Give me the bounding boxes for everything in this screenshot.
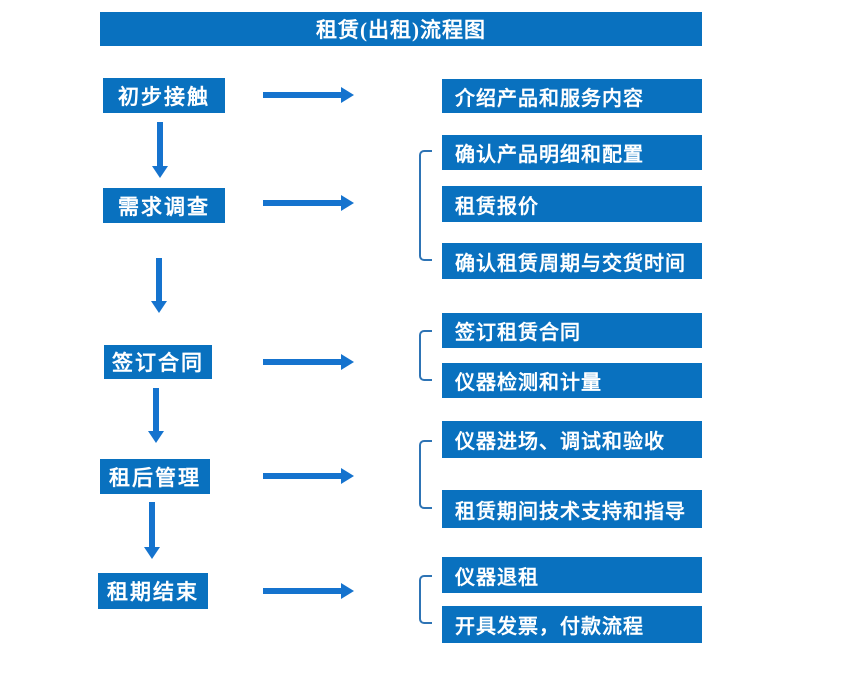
group-bracket — [419, 330, 432, 381]
step-box-rental-end: 租期结束 — [98, 573, 208, 609]
detail-box: 仪器检测和计量 — [442, 363, 702, 398]
arrow-down-icon — [151, 258, 167, 313]
arrow-right-icon — [263, 195, 354, 211]
arrow-right-icon — [263, 583, 354, 599]
group-bracket — [419, 150, 432, 261]
detail-box: 仪器退租 — [442, 557, 702, 593]
arrow-right-icon — [263, 354, 354, 370]
group-bracket — [419, 575, 432, 624]
detail-box: 租赁报价 — [442, 186, 702, 222]
step-box-sign-contract: 签订合同 — [104, 345, 212, 379]
step-box-demand-survey: 需求调查 — [103, 188, 225, 223]
detail-box: 仪器进场、调试和验收 — [442, 421, 702, 458]
detail-box: 签订租赁合同 — [442, 313, 702, 348]
detail-box: 开具发票，付款流程 — [442, 606, 702, 643]
page-title: 租赁(出租)流程图 — [100, 12, 702, 46]
step-box-post-rental-management: 租后管理 — [100, 459, 210, 494]
arrow-down-icon — [144, 502, 160, 559]
detail-box: 租赁期间技术支持和指导 — [442, 490, 702, 528]
detail-box: 确认产品明细和配置 — [442, 135, 702, 170]
detail-box: 确认租赁周期与交货时间 — [442, 243, 702, 279]
arrow-right-icon — [263, 87, 354, 103]
arrow-down-icon — [148, 388, 164, 443]
detail-box: 介绍产品和服务内容 — [442, 79, 702, 113]
arrow-down-icon — [152, 122, 168, 178]
arrow-right-icon — [263, 468, 354, 484]
step-box-initial-contact: 初步接触 — [103, 78, 225, 113]
group-bracket — [419, 440, 432, 509]
